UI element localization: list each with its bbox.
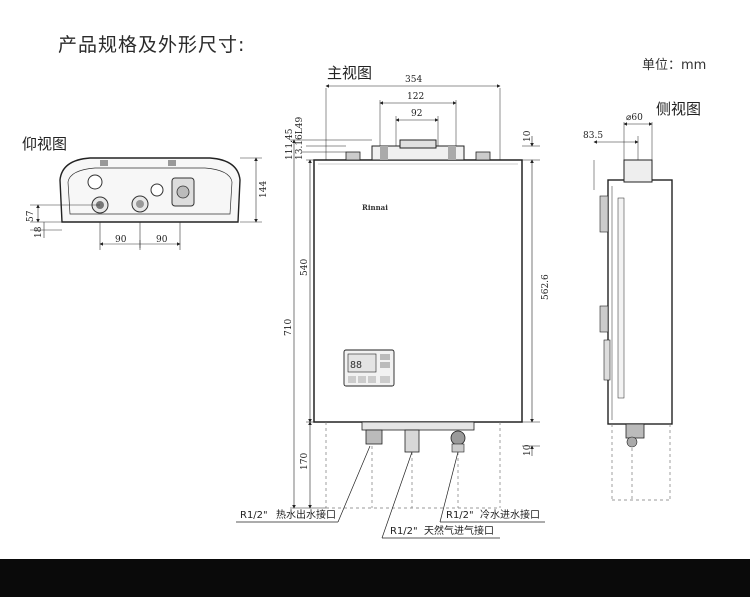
bottom-view-label: 仰视图 [22, 135, 68, 153]
side-view [593, 122, 673, 501]
hot-out-size: R1/2" [240, 510, 268, 521]
dim-height-710: 710 [284, 319, 294, 336]
dim-width-122: 122 [407, 92, 424, 102]
unit-label: 单位：mm [642, 58, 707, 73]
gas-in-label: 天然气进气接口 [424, 524, 494, 537]
dim-height-562: 562.6 [541, 274, 551, 300]
dim-height-170: 170 [300, 453, 310, 470]
page-title: 产品规格及外形尺寸: [58, 34, 246, 56]
dim-bottom-90a: 90 [115, 235, 127, 245]
main-view [236, 84, 545, 539]
dim-side-60: ⌀60 [626, 113, 643, 123]
dim-top-10: 10 [523, 130, 533, 142]
dim-bottom-57: 57 [26, 210, 36, 222]
technical-drawing: 90 90 144 57 18 [26, 75, 673, 539]
cold-in-size: R1/2" [446, 510, 474, 521]
dim-bottom-90b: 90 [156, 235, 168, 245]
dim-bottom-10: 10 [523, 444, 533, 456]
dim-width-92: 92 [411, 109, 422, 119]
brand-logo: Rinnai [362, 203, 388, 212]
dim-height-540: 540 [300, 259, 310, 276]
dim-bottom-144: 144 [259, 181, 269, 198]
main-view-label: 主视图 [327, 64, 373, 82]
dim-side-83: 83.5 [583, 131, 603, 141]
gas-in-size: R1/2" [390, 526, 418, 537]
dim-bottom-18: 18 [34, 226, 44, 238]
dim-13: 13.16L49 [295, 117, 305, 160]
cold-in-label: 冷水进水接口 [480, 508, 540, 521]
dim-width-354: 354 [405, 75, 422, 85]
bottom-bar [0, 559, 750, 597]
dim-111: 111.45 [285, 128, 295, 160]
bottom-view [30, 157, 262, 250]
display-readout: 88 [350, 360, 362, 371]
side-view-label: 侧视图 [656, 100, 702, 118]
hot-out-label: 热水出水接口 [276, 508, 336, 521]
